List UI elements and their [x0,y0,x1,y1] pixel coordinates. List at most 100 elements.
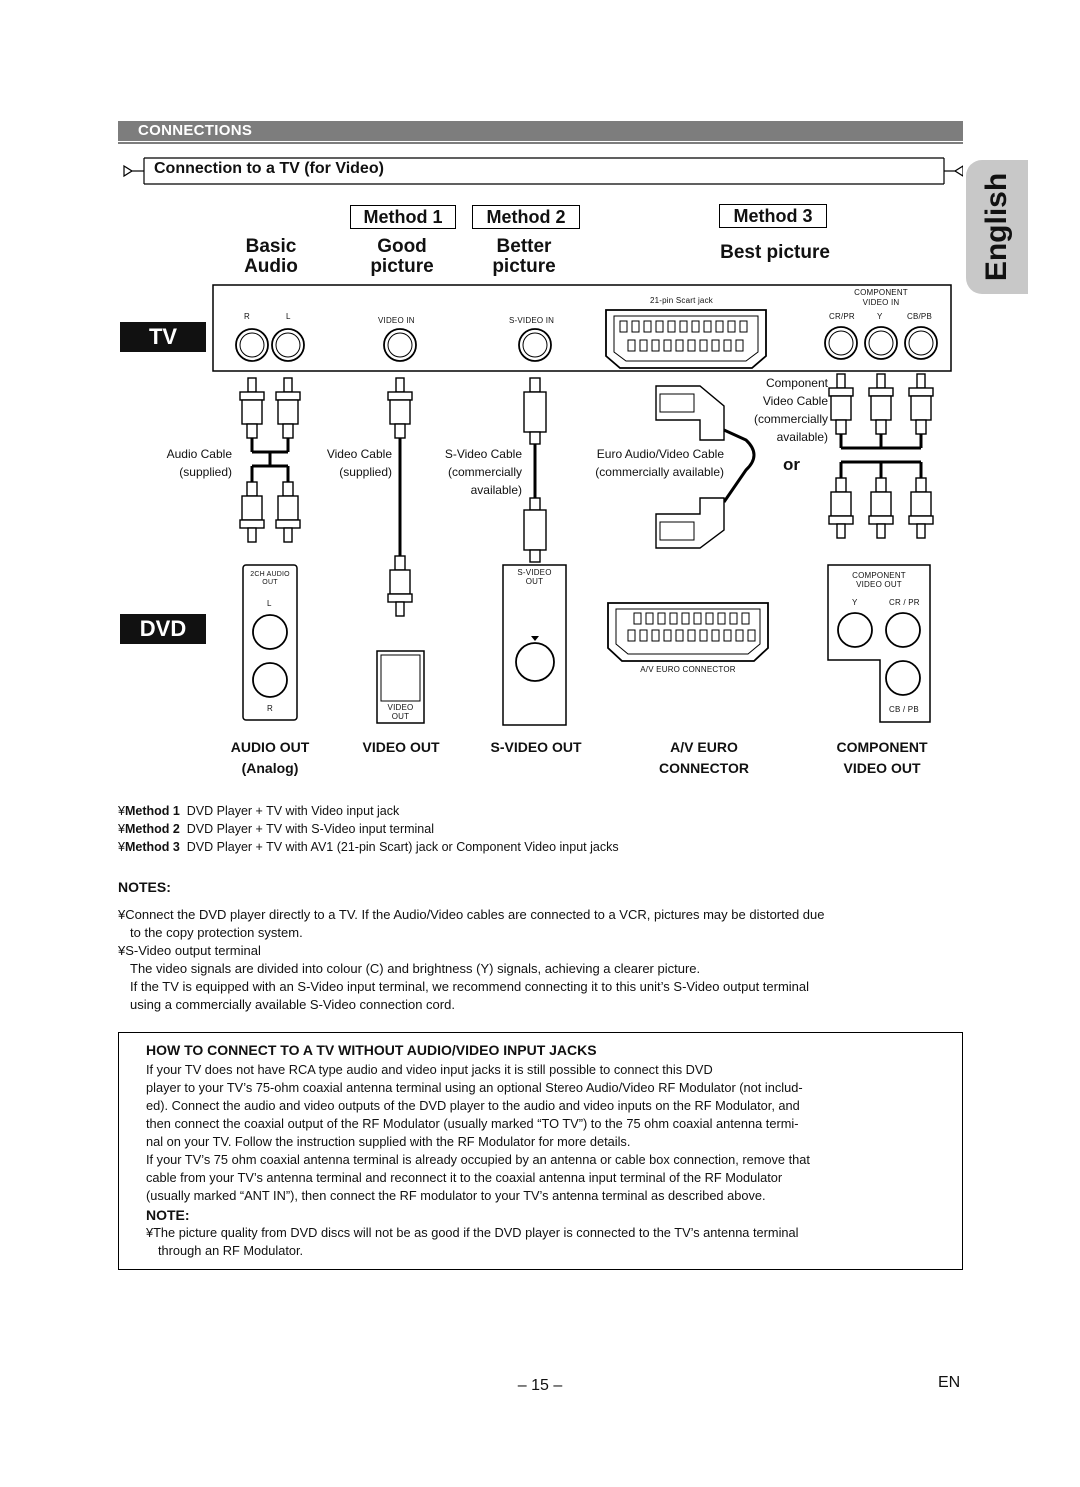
tv-jack-label-l: L [286,312,291,321]
quality-best: Best picture [720,242,830,263]
tv-jack-label-cb: CB/PB [907,312,933,321]
method-1-box: Method 1 [350,205,456,229]
method-bullet: ¥ [118,840,125,854]
euro-cable-label: Euro Audio/Video Cable (commercially ava… [556,445,724,481]
component-cable-label-line3: (commercially [753,412,828,426]
note-item-1: ¥Connect the DVD player directly to a TV… [118,906,968,942]
output-audio-out: AUDIO OUT (Analog) [214,737,326,779]
dvd-audio-label-l: L [267,599,272,608]
language-code: EN [938,1374,961,1391]
quality-good-line1: Good [377,236,427,257]
tv-jack-label-y: Y [877,312,883,321]
component-cable [828,373,934,539]
dvd-s-video-title: S-VIDEO OUT [503,568,566,586]
method-list-item-1: ¥Method 1 DVD Player + TV with Video inp… [118,802,399,820]
tv-scart-pins [619,320,748,352]
video-cable-label: Video Cable (supplied) [310,445,392,481]
audio-cable-label-line1: Audio Cable [166,447,232,461]
section-header: CONNECTIONS [118,121,963,141]
dvd-video-title-line1: VIDEO [387,703,414,712]
video-cable [387,377,413,617]
note-line: If the TV is equipped with an S-Video in… [130,979,810,994]
dvd-component-title-line2: VIDEO OUT [856,580,902,589]
note-line: ¥Connect the DVD player directly to a TV… [118,907,825,922]
dvd-component-cb-jack [885,660,921,696]
how-to-note-heading: NOTE: [146,1207,190,1223]
output-av-euro: A/V EURO CONNECTOR [648,737,760,779]
euro-cable-label-line1: Euro Audio/Video Cable [596,447,724,461]
quality-better-line1: Better [496,236,552,257]
how-to-note-line: ¥The picture quality from DVD discs will… [146,1225,799,1240]
dvd-audio-l-jack [252,614,288,650]
method-label: Method 1 [124,804,180,818]
tv-jack-label-component: COMPONENT VIDEO IN [846,288,916,308]
how-to-box: HOW TO CONNECT TO A TV WITHOUT AUDIO/VID… [118,1032,963,1270]
output-s-video-out: S-VIDEO OUT [490,739,582,755]
component-cable-label: Component Video Cable (commercially avai… [740,374,828,446]
dvd-audio-r-jack [252,662,288,698]
method-label: Method 2 [124,822,180,836]
dvd-component-title: COMPONENT VIDEO OUT [830,571,928,589]
or-label: or [783,455,800,474]
how-to-line: ed). Connect the audio and video outputs… [146,1098,800,1113]
output-av-euro-line2: CONNECTOR [659,760,749,776]
subsection-arrow-line [123,157,964,185]
output-component: COMPONENT VIDEO OUT [818,737,946,779]
audio-cable-label-line2: (supplied) [179,465,232,479]
how-to-body: If your TV does not have RCA type audio … [146,1061,954,1260]
quality-good: Good picture [356,237,448,277]
subsection-title: Connection to a TV (for Video) [154,160,384,177]
dvd-audio-title-line1: 2CH AUDIO [250,571,290,578]
notes-list: ¥Connect the DVD player directly to a TV… [118,906,968,1014]
dvd-component-cr-jack [885,612,921,648]
how-to-line: player to your TV’s 75-ohm coaxial anten… [146,1080,803,1095]
how-to-line: (usually marked “ANT IN”), then connect … [146,1188,766,1203]
method-text: DVD Player + TV with AV1 (21-pin Scart) … [186,840,619,854]
video-cable-label-line2: (supplied) [339,465,392,479]
quality-basic-line1: Basic [245,236,297,257]
note-line: The video signals are divided into colou… [130,961,701,976]
euro-av-cable [655,385,756,549]
s-video-cable [523,377,547,563]
quality-basic-line2: Audio [244,256,298,277]
dvd-component-label-cb: CB / PB [889,705,919,714]
dvd-s-video-title-line1: S-VIDEO [517,568,552,577]
tv-jack-label-cr: CR/PR [829,312,855,321]
dvd-badge: DVD [120,614,206,644]
output-audio-out-line1: AUDIO OUT [230,739,310,755]
dvd-audio-title-line2: OUT [262,579,278,586]
note-item-2: ¥S-Video output terminal The video signa… [118,942,968,1014]
how-to-line: If your TV does not have RCA type audio … [146,1062,713,1077]
video-cable-label-line1: Video Cable [326,447,392,461]
method-label: Method 3 [124,840,180,854]
s-video-cable-label-line2: (commercially [447,465,522,479]
tv-badge: TV [120,322,206,352]
dvd-s-video-jack [515,642,555,682]
language-tab: English [966,160,1028,294]
s-video-cable-label: S-Video Cable (commercially available) [424,445,522,499]
tv-component-title-line1: COMPONENT [854,288,908,297]
dvd-component-title-line1: COMPONENT [852,571,906,580]
quality-better: Better picture [478,237,570,277]
dvd-component-label-y: Y [852,598,858,607]
how-to-note-line: through an RF Modulator. [158,1243,304,1258]
quality-better-line2: picture [492,256,556,277]
method-bullet: ¥ [118,804,125,818]
how-to-heading: HOW TO CONNECT TO A TV WITHOUT AUDIO/VID… [146,1042,597,1058]
output-av-euro-line1: A/V EURO [670,739,738,755]
subsection-header: Connection to a TV (for Video) [118,157,964,185]
tv-jack-label-video-in: VIDEO IN [378,316,415,325]
s-video-cable-label-line3: available) [470,483,522,497]
component-cable-label-line1: Component [765,376,828,390]
page-number: – 15 – [517,1377,563,1394]
method-3-box: Method 3 [719,204,827,228]
dvd-component-y-jack [837,612,873,648]
quality-basic: Basic Audio [226,237,316,277]
output-component-line1: COMPONENT [836,739,928,755]
dvd-euro-title: A/V EURO CONNECTOR [640,665,736,674]
audio-cable [239,377,301,543]
tv-back-panel [212,284,952,372]
tv-jack-label-scart: 21-pin Scart jack [650,296,713,305]
dvd-s-video-title-line2: OUT [525,577,544,586]
how-to-line: nal on your TV. Follow the instruction s… [146,1134,631,1149]
